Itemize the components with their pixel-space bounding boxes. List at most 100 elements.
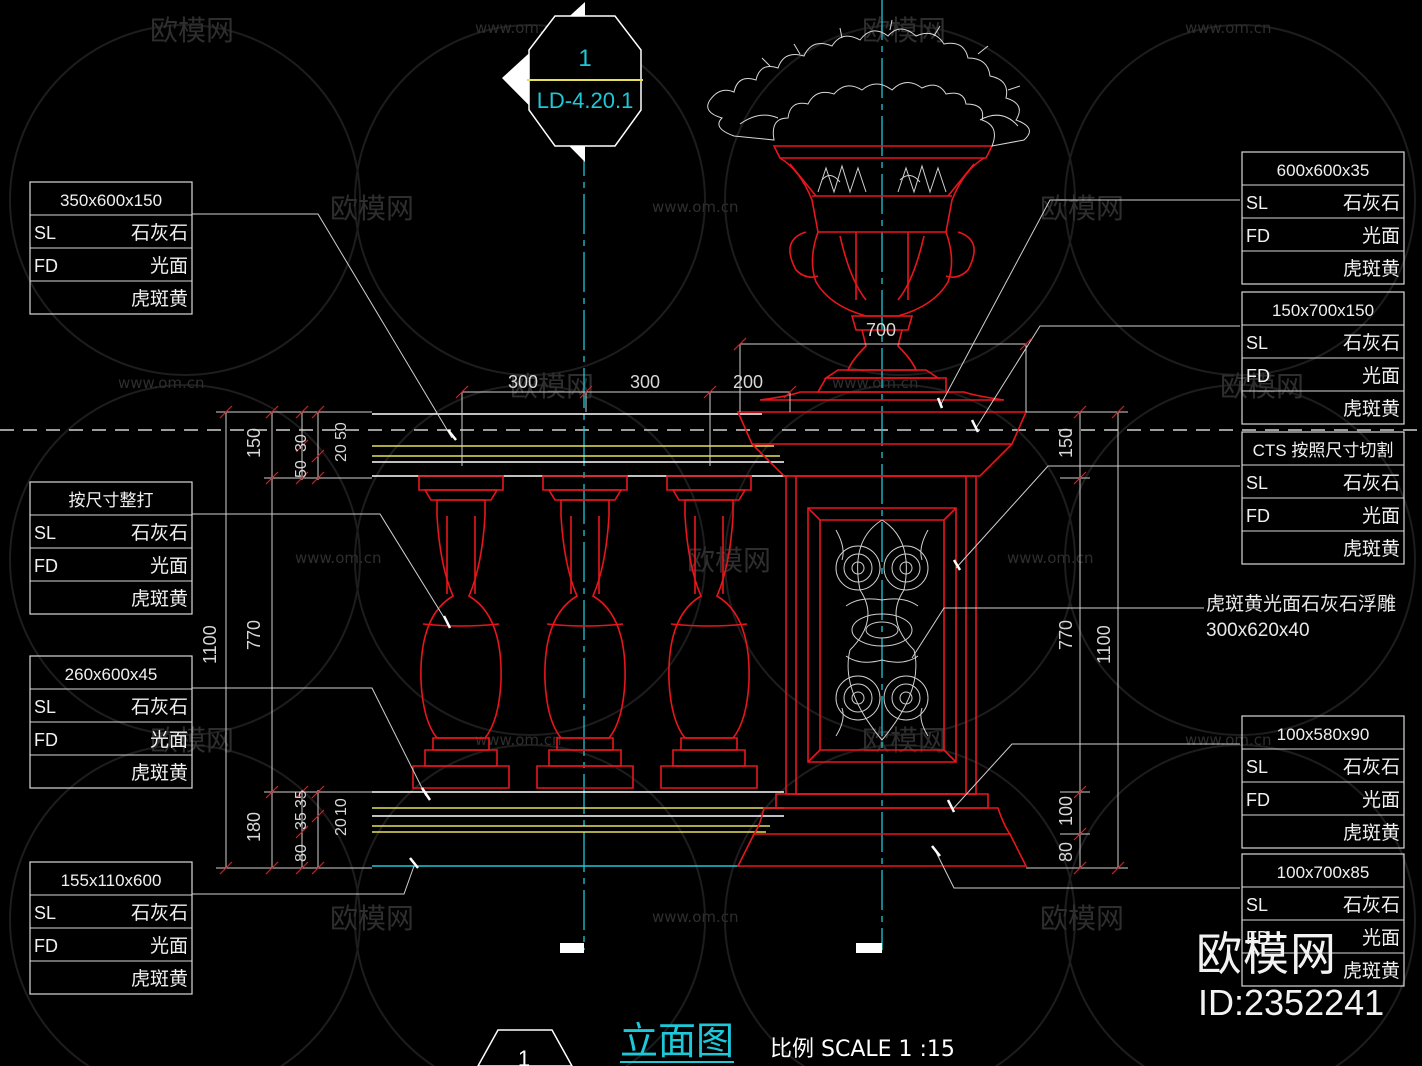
watermark-brand-large: 欧模网 bbox=[1196, 927, 1337, 981]
dim-20: 20 bbox=[333, 444, 350, 462]
spec-finish-code: FD bbox=[1246, 226, 1270, 246]
spec-color: 虎斑黄 bbox=[1343, 398, 1400, 420]
spec-size: 600x600x35 bbox=[1277, 161, 1370, 180]
spec-color: 虎斑黄 bbox=[1343, 960, 1400, 982]
watermark-site: www.om.cn bbox=[652, 198, 739, 216]
baluster bbox=[660, 475, 758, 789]
spec-material: 石灰石 bbox=[1343, 332, 1400, 354]
spec-material: 石灰石 bbox=[131, 696, 188, 718]
watermark-site: www.om.cn bbox=[832, 374, 919, 392]
relief-note: 虎斑黄光面石灰石浮雕 300x620x40 bbox=[1206, 593, 1396, 641]
spec-finish: 光面 bbox=[150, 935, 188, 957]
spec-material: 石灰石 bbox=[1343, 472, 1400, 494]
dim-35: 35 bbox=[293, 812, 310, 830]
dim-1100: 1100 bbox=[200, 625, 220, 664]
spec-size: 350x600x150 bbox=[60, 191, 162, 210]
watermark-site: www.om.cn bbox=[1185, 19, 1272, 37]
centerlines bbox=[0, 0, 1422, 953]
urn-foliage bbox=[707, 19, 1030, 147]
dimension-text: 300 300 200 700 150 770 180 1100 50 30 2… bbox=[200, 320, 1114, 862]
spec-color: 虎斑黄 bbox=[131, 588, 188, 610]
dimension-lines bbox=[216, 343, 1128, 869]
dim-10: 10 bbox=[333, 798, 350, 816]
dim-35: 35 bbox=[293, 790, 310, 808]
spec-color: 虎斑黄 bbox=[131, 762, 188, 784]
leader-ticks bbox=[409, 397, 980, 869]
spec-material-code: SL bbox=[1246, 193, 1268, 213]
spec-color: 虎斑黄 bbox=[1343, 822, 1400, 844]
dim-50: 50 bbox=[333, 422, 350, 440]
spec-finish-code: FD bbox=[34, 936, 58, 956]
dim-770: 770 bbox=[1056, 620, 1076, 650]
watermark-brand: 欧模网 bbox=[1040, 192, 1124, 225]
spec-finish: 光面 bbox=[1362, 365, 1400, 387]
top-rail bbox=[372, 413, 788, 477]
spec-finish: 光面 bbox=[150, 255, 188, 277]
watermark-texts: 欧模网 欧模网 欧模网 欧模网 欧模网 欧模网 欧模网 欧模网 欧模网 欧模网 … bbox=[118, 14, 1304, 935]
dim-180: 180 bbox=[244, 812, 264, 842]
watermark-site: www.om.cn bbox=[118, 374, 205, 392]
spec-finish-code: FD bbox=[1246, 790, 1270, 810]
drawing-title: 1 立面图 比例 SCALE 1 :15 bbox=[477, 1019, 955, 1066]
spec-material: 石灰石 bbox=[131, 222, 188, 244]
spec-material-code: SL bbox=[1246, 473, 1268, 493]
spec-size: CTS 按照尺寸切割 bbox=[1253, 441, 1394, 460]
spec-material-code: SL bbox=[34, 523, 56, 543]
spec-finish: 光面 bbox=[1362, 225, 1400, 247]
spec-material-code: SL bbox=[34, 223, 56, 243]
dim-200: 200 bbox=[733, 372, 763, 392]
spec-finish-code: FD bbox=[1246, 506, 1270, 526]
spec-size: 100x580x90 bbox=[1277, 725, 1370, 744]
watermark-brand: 欧模网 bbox=[330, 902, 414, 935]
spec-finish-code: FD bbox=[1246, 928, 1270, 948]
spec-finish-code: FD bbox=[34, 256, 58, 276]
watermark-brand: 欧模网 bbox=[862, 724, 946, 757]
spec-size: 150x700x150 bbox=[1272, 301, 1374, 320]
dim-300: 300 bbox=[508, 372, 538, 392]
spec-material: 石灰石 bbox=[1343, 192, 1400, 214]
spec-material-code: SL bbox=[1246, 333, 1268, 353]
spec-finish: 光面 bbox=[1362, 505, 1400, 527]
spec-material-code: SL bbox=[34, 903, 56, 923]
spec-finish: 光面 bbox=[150, 729, 188, 751]
watermark-site: www.om.cn bbox=[1185, 731, 1272, 749]
callout-reference: LD-4.20.1 bbox=[537, 88, 634, 113]
watermark-brand: 欧模网 bbox=[1040, 902, 1124, 935]
drawing-title-name: 立面图 bbox=[620, 1019, 734, 1063]
watermark-site: www.om.cn bbox=[1007, 549, 1094, 567]
spec-size: 100x700x85 bbox=[1277, 863, 1370, 882]
relief-carving bbox=[835, 519, 929, 741]
spec-finish: 光面 bbox=[1362, 789, 1400, 811]
callout-number: 1 bbox=[578, 45, 591, 72]
spec-material-code: SL bbox=[1246, 895, 1268, 915]
dimension-ticks bbox=[219, 337, 1125, 875]
watermark-site: www.om.cn bbox=[295, 549, 382, 567]
dim-300: 300 bbox=[630, 372, 660, 392]
dim-30: 30 bbox=[293, 434, 310, 452]
dim-700: 700 bbox=[866, 320, 896, 340]
dim-770: 770 bbox=[244, 620, 264, 650]
spec-color: 虎斑黄 bbox=[1343, 538, 1400, 560]
bottom-callout-number: 1 bbox=[518, 1046, 530, 1066]
spec-size: 155x110x600 bbox=[61, 871, 162, 890]
dim-150: 150 bbox=[1056, 428, 1076, 458]
spec-color: 虎斑黄 bbox=[131, 968, 188, 990]
spec-finish-code: FD bbox=[34, 730, 58, 750]
relief-note-line2: 300x620x40 bbox=[1206, 620, 1310, 641]
spec-finish: 光面 bbox=[150, 555, 188, 577]
leader-lines bbox=[192, 199, 1240, 895]
urn-ornament bbox=[817, 164, 947, 194]
spec-material: 石灰石 bbox=[131, 522, 188, 544]
drawing-scale: 比例 SCALE 1 :15 bbox=[770, 1037, 955, 1062]
